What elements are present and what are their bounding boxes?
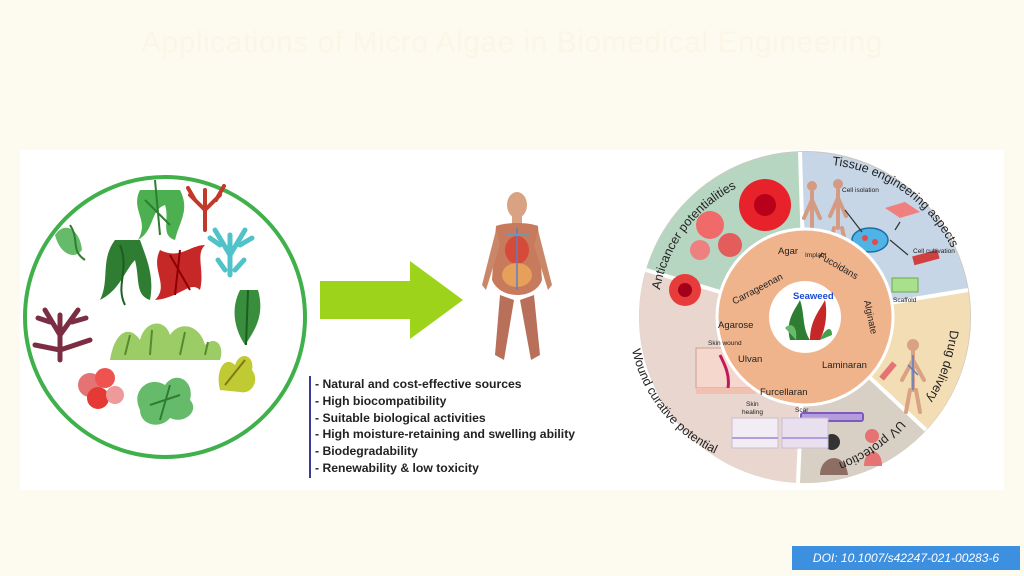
- property-item: - Natural and cost-effective sources: [315, 377, 522, 391]
- label-cell-isolation: Cell isolation: [842, 187, 879, 194]
- center-label-seaweed: Seaweed: [793, 291, 834, 302]
- seaweed-cluster-green-3: [100, 240, 152, 306]
- seaweed-circle: [23, 175, 307, 459]
- drug-delivery-figure: [879, 339, 926, 414]
- property-item: - Biodegradability: [315, 444, 418, 459]
- label-skin: Skin: [746, 401, 759, 408]
- label-healing: healing: [742, 409, 763, 416]
- property-item: - High moisture-retaining and swelling a…: [315, 427, 576, 442]
- label-implant: Implant: [805, 252, 827, 259]
- seaweed-cluster-red-2: [155, 245, 205, 300]
- seaweed-cluster-yellow: [218, 355, 256, 393]
- slide-title: Applications of Micro Algae in Biomedica…: [141, 26, 883, 59]
- seaweed-cluster-cyan: [207, 227, 255, 278]
- figure-panel: Seaweed Agar Fucoidans Carrageenan Algin…: [20, 150, 1004, 490]
- properties-list: - Natural and cost-effective sources - H…: [309, 376, 615, 478]
- label-cell-cultivation: Cell cultivation: [913, 248, 955, 255]
- doi-badge[interactable]: DOI: 10.1007/s42247-021-00283-6: [792, 546, 1020, 570]
- label-scaffold: Scaffold: [893, 297, 917, 304]
- seaweed-cluster-green-4: [234, 289, 261, 346]
- property-item: - Renewability & low toxicity: [315, 460, 479, 475]
- label-ulvan: Ulvan: [738, 354, 762, 365]
- applications-wheel: Seaweed Agar Fucoidans Carrageenan Algin…: [629, 151, 971, 484]
- label-skin-wound: Skin wound: [708, 340, 742, 347]
- seaweed-cluster-purple: [32, 307, 93, 363]
- tissue-engineering-diagram: [802, 179, 940, 293]
- seaweed-cluster-lime: [110, 323, 222, 360]
- label-furcellaran: Furcellaran: [760, 387, 808, 398]
- seaweed-cluster-red-1: [186, 184, 226, 232]
- label-agar: Agar: [778, 246, 798, 257]
- seaweed-cluster-red-3: [78, 368, 124, 409]
- cancer-cells-icon: [669, 179, 791, 306]
- figure-illustration: Seaweed Agar Fucoidans Carrageenan Algin…: [23, 151, 971, 484]
- label-laminaran: Laminaran: [822, 360, 867, 371]
- direction-arrow: [320, 261, 463, 339]
- seaweed-cluster-green-5: [137, 377, 194, 425]
- seaweed-cluster-green-1: [137, 179, 185, 240]
- human-body-illustration: [482, 192, 552, 360]
- property-item: - High biocompatibility: [315, 393, 447, 408]
- seaweed-cluster-green-2: [55, 224, 86, 261]
- label-agarose: Agarose: [718, 320, 753, 331]
- property-item: - Suitable biological activities: [315, 410, 486, 425]
- seaweed-center-icon: [785, 300, 832, 340]
- label-scar: Scar: [795, 407, 809, 414]
